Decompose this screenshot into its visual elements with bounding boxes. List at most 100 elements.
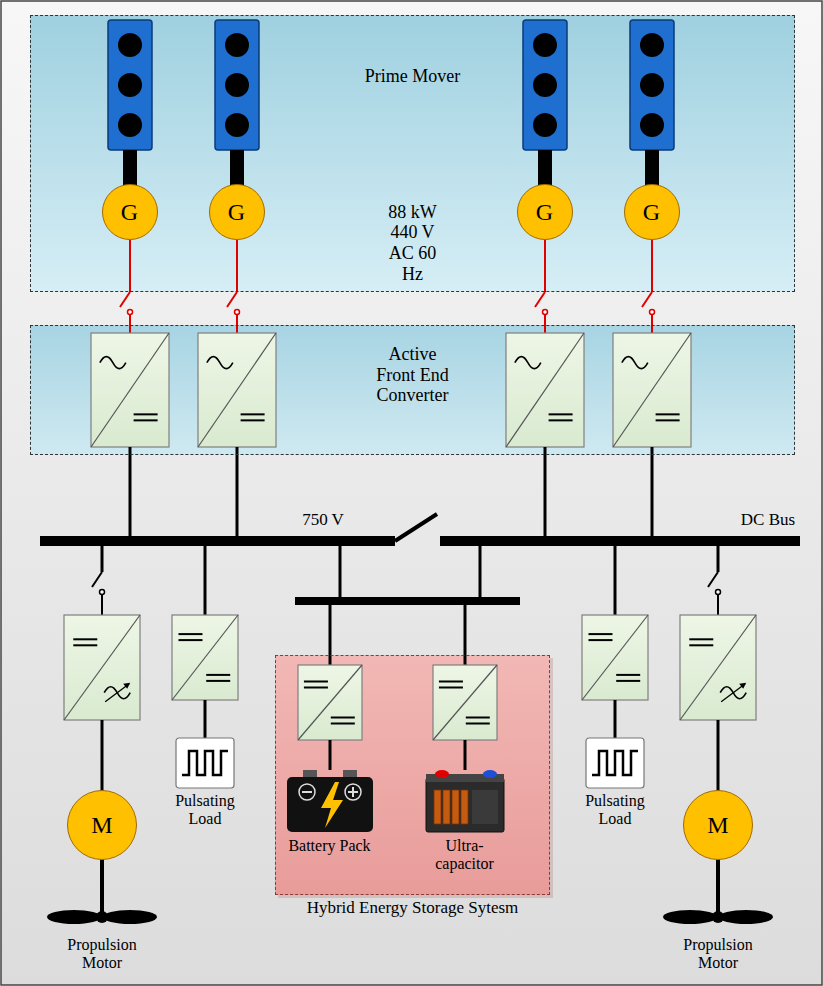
wire	[339, 545, 342, 598]
dc-symbol	[656, 413, 680, 415]
motor-circle: M	[67, 790, 137, 860]
converter-box	[64, 615, 140, 720]
band-heading: Active Front End Converter	[368, 344, 458, 406]
wire	[329, 740, 332, 770]
storage-region: Hybrid Energy Storage SytesmBattery Pack…	[275, 655, 550, 895]
dc-symbol	[178, 639, 202, 641]
dc-symbol	[241, 413, 265, 415]
battery-icon	[285, 768, 375, 834]
dc-symbol	[439, 687, 463, 689]
ac-symbol	[622, 357, 648, 369]
propeller-shaft	[100, 859, 104, 912]
plus-mark	[352, 787, 354, 797]
converter-box	[298, 665, 362, 740]
converter-diagonal	[172, 615, 238, 700]
wire	[651, 447, 654, 537]
switch-contact	[716, 590, 721, 595]
converter-box	[433, 665, 497, 740]
positive-terminal	[435, 770, 449, 778]
dc-symbol	[206, 674, 230, 676]
engine-block	[108, 20, 152, 150]
band-heading: 88 kW 440 V AC 60 Hz	[377, 202, 449, 285]
propeller-blade	[663, 910, 717, 924]
converter-symbol	[433, 665, 497, 740]
wire	[544, 447, 547, 537]
wire	[236, 315, 238, 334]
capacitor-cell	[452, 790, 459, 824]
generator-circle: G	[624, 184, 680, 240]
dc-symbol	[466, 723, 490, 725]
converter-diagonal	[298, 665, 362, 740]
prime-mover-band: Prime Mover88 kW 440 V AC 60 HzGGGG	[30, 15, 795, 292]
wire	[101, 595, 103, 616]
battery-terminal	[343, 770, 357, 778]
dc-symbol	[73, 638, 97, 640]
bus-voltage: 750 V	[298, 510, 348, 530]
bus-tie-switch	[395, 514, 437, 541]
converter-box	[91, 333, 169, 447]
dc-symbol	[304, 681, 328, 683]
engine-cylinder	[533, 73, 557, 97]
machine-letter: G	[121, 200, 138, 224]
converter-box	[582, 615, 648, 700]
dc-symbol	[178, 633, 202, 635]
converter-box	[613, 333, 691, 447]
load-box	[586, 738, 644, 788]
converter-diagonal	[64, 615, 140, 720]
ac-symbol	[207, 357, 233, 369]
converter-symbol	[198, 333, 276, 447]
plus-mark	[345, 784, 361, 800]
switch-contact	[650, 310, 655, 315]
engine-cylinder	[640, 73, 664, 97]
propeller-blade	[719, 910, 773, 924]
propeller-shaft	[716, 859, 720, 912]
wire	[101, 720, 104, 791]
converter-symbol	[64, 615, 140, 720]
wire	[651, 240, 653, 292]
capacitor-cell	[461, 790, 468, 824]
wire	[717, 595, 719, 616]
ac-symbol	[515, 357, 541, 369]
switch-contact	[235, 310, 240, 315]
switch-blade	[535, 292, 545, 307]
wire	[614, 700, 617, 738]
wire	[544, 240, 546, 292]
dc-symbol	[241, 419, 265, 421]
prime-mover-band-fill	[30, 15, 795, 292]
dc-symbol	[206, 680, 230, 682]
storage-region-fill	[275, 655, 550, 895]
component-label: Battery Pack	[280, 837, 380, 855]
wire	[464, 740, 467, 770]
converter-diagonal	[91, 333, 169, 447]
wire	[101, 545, 104, 572]
dc-symbol	[331, 717, 355, 719]
wire	[204, 545, 207, 615]
wire	[236, 447, 239, 537]
generator-circle: G	[102, 184, 158, 240]
minus-mark	[302, 791, 312, 793]
dc-bus-bar	[440, 536, 800, 546]
propeller-hub	[712, 911, 724, 923]
dc-symbol	[616, 680, 640, 682]
generator-circle: G	[209, 184, 265, 240]
dc-symbol	[689, 644, 713, 646]
drive-shaft	[538, 150, 552, 186]
storage-bus-bar	[295, 597, 520, 605]
switch-contact	[543, 310, 548, 315]
converter-symbol	[582, 615, 648, 700]
switch-contact	[100, 590, 105, 595]
engine-cylinder	[118, 33, 142, 57]
dc-symbol	[134, 419, 158, 421]
engine-cylinder	[118, 73, 142, 97]
converter-box	[680, 615, 756, 720]
converter-band-fill	[30, 325, 795, 455]
wire	[717, 545, 720, 572]
converter-box	[198, 333, 276, 447]
lightning-bolt	[321, 782, 343, 828]
wire	[129, 315, 131, 334]
engine-block	[523, 20, 567, 150]
switch-contact	[128, 310, 133, 315]
converter-diagonal	[582, 615, 648, 700]
wire	[479, 545, 482, 598]
switch-blade	[642, 292, 652, 307]
